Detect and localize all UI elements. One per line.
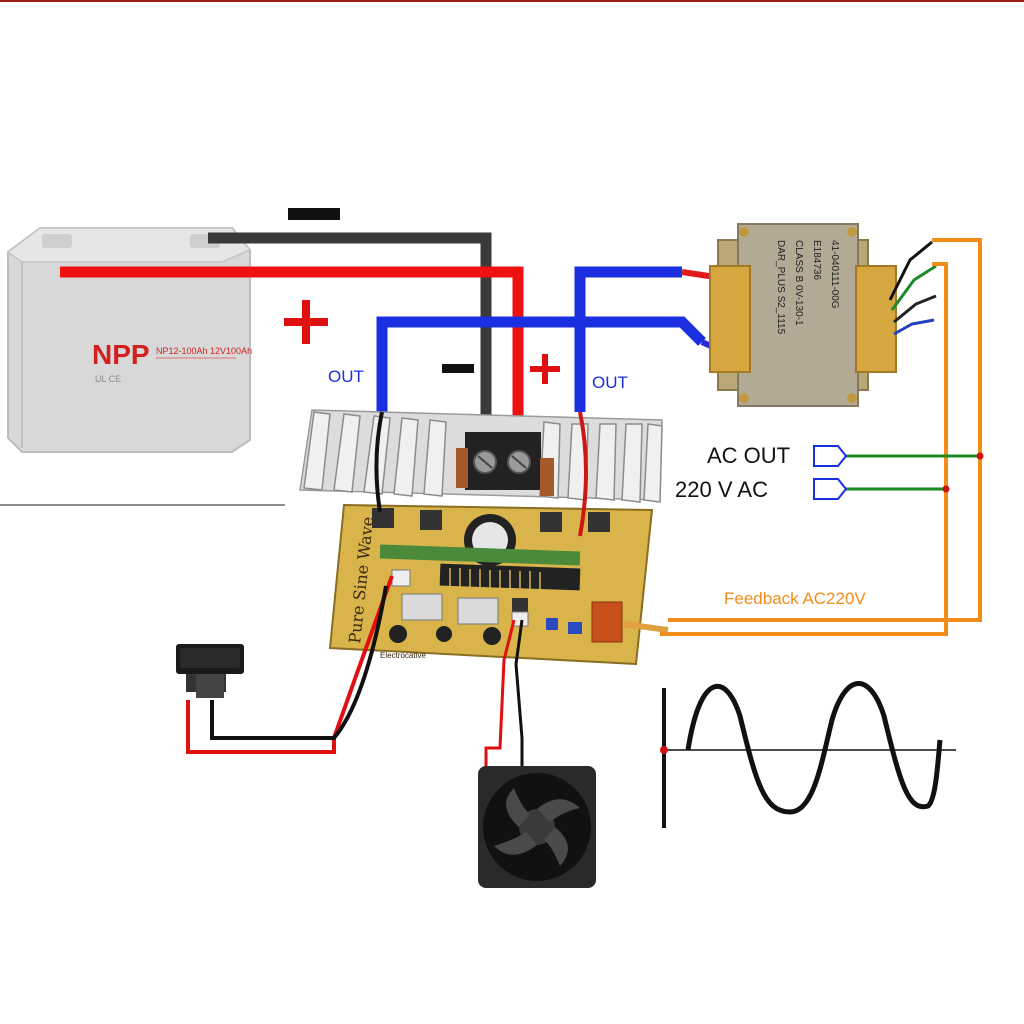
feedback-lead: [623, 621, 669, 633]
power-switch: [176, 575, 394, 754]
board-maker: Electrocative: [380, 651, 426, 660]
transformer-label-3: CLASS B 0V-130-1: [793, 240, 804, 326]
transformer-label-1: 41-040111-00G: [829, 240, 840, 309]
out-wire-left: [376, 316, 706, 412]
board-positive-sign: [530, 354, 560, 384]
ac-out-wires: [813, 445, 984, 500]
sine-wave-graphic: [660, 681, 956, 828]
feedback-wire-outer: [668, 238, 982, 622]
battery-positive-sign: [284, 300, 328, 344]
ac-out-label-1: AC OUT: [707, 443, 790, 468]
out-wires: [376, 266, 726, 412]
feedback-wires: [660, 238, 982, 636]
out-label-right: OUT: [592, 373, 628, 392]
feedback-label: Feedback AC220V: [724, 589, 866, 608]
sine-curve: [685, 681, 943, 815]
switch-wire-black: [210, 585, 388, 740]
positive-wire: [60, 266, 524, 455]
negative-wire: [208, 232, 492, 455]
out-label-left: OUT: [328, 367, 364, 386]
board-red-out-lead: [578, 411, 588, 537]
battery: NPP NP12-100Ah 12V100Ah UL CE: [0, 180, 285, 506]
battery-cert-marks: UL CE: [95, 374, 121, 384]
battery-brand: NPP: [92, 339, 150, 370]
battery-model: NP12-100Ah 12V100Ah: [156, 346, 252, 356]
transformer-label-2: E184736: [811, 240, 822, 280]
ac-out-label-2: 220 V AC: [675, 477, 768, 502]
fan-wire-black: [514, 619, 524, 776]
feedback-wire-inner: [660, 262, 948, 636]
board-black-out-lead: [374, 411, 384, 513]
transformer: 41-040111-00G E184736 CLASS B 0V-130-1 D…: [709, 223, 937, 407]
battery-wires: [60, 232, 524, 455]
ac-out-terminal-1: [813, 445, 848, 467]
out-wire-right: [574, 266, 682, 412]
cooling-fan: [478, 619, 596, 888]
board-negative-sign: [442, 364, 474, 373]
switch-wire-red: [186, 575, 394, 754]
fan-wire-red: [484, 619, 516, 776]
battery-negative-sign: [288, 208, 340, 220]
inverter-board: Pure Sine Wave Electrocative: [299, 409, 663, 666]
transformer-label-4: DAR_PLUS S2_1115: [775, 240, 786, 335]
film-capacitor: [591, 601, 623, 643]
ac-out-terminal-2: [813, 478, 848, 500]
